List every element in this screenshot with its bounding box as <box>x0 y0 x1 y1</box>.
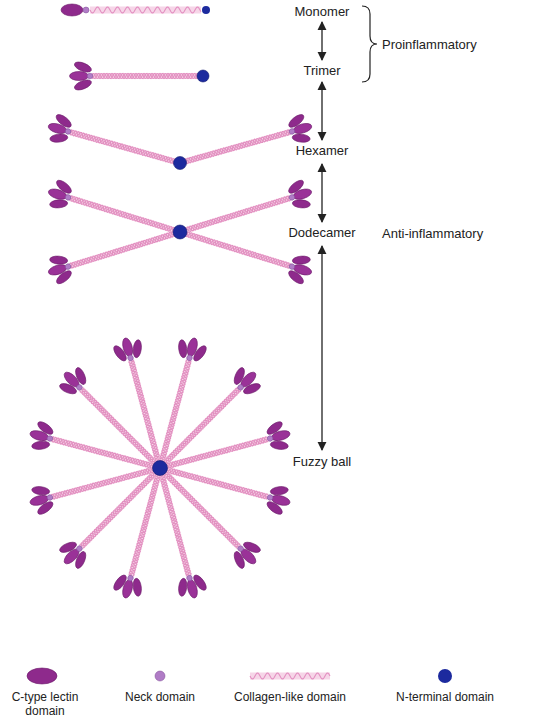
legend-text: N-terminal domain <box>385 690 505 704</box>
collagen-strand <box>181 230 290 267</box>
effect-label: Anti-inflammatory <box>382 226 483 241</box>
legend-samples <box>27 668 452 684</box>
collagen-strand <box>90 7 201 13</box>
lectin-head <box>44 176 76 213</box>
lectin-head <box>110 571 147 602</box>
collagen-strand <box>52 466 160 499</box>
lectin-head <box>26 418 57 455</box>
collagen-strand <box>92 74 202 79</box>
lectin-head <box>54 535 93 574</box>
collagen-strand <box>92 74 202 79</box>
lectin-head <box>227 535 266 574</box>
stage-label: Monomer <box>292 4 353 19</box>
lectin-head <box>173 571 210 602</box>
lectin-head <box>26 481 57 518</box>
collagen-strand <box>70 131 179 165</box>
n-terminal-domain <box>174 157 187 170</box>
lectin-head <box>44 110 75 147</box>
n-terminal-domain <box>197 70 209 82</box>
lectin-head <box>173 334 210 365</box>
collagen-strand <box>70 197 179 234</box>
collagen-strand <box>130 361 161 469</box>
lectin-head <box>285 176 317 213</box>
lectin-head <box>263 418 294 455</box>
collagen-strand <box>69 197 180 234</box>
stage-label: Dodecamer <box>285 225 358 240</box>
lectin-head <box>54 362 93 401</box>
collagen-band <box>92 73 202 79</box>
n-terminal-domain <box>153 461 168 476</box>
collagen-strand <box>70 131 181 165</box>
monomer <box>61 4 210 16</box>
collagen-strand <box>51 466 159 498</box>
collagen-strand <box>179 196 290 233</box>
collagen-strand <box>52 467 160 499</box>
collagen-arms <box>26 7 316 602</box>
lectin-head <box>44 250 76 287</box>
stage-label: Fuzzy ball <box>290 454 355 469</box>
stage-label: Hexamer <box>293 143 352 158</box>
effect-label: Proinflammatory <box>382 37 477 52</box>
collagen-strand <box>92 73 202 78</box>
collagen-strand <box>179 231 290 268</box>
n-terminal-domain <box>173 225 187 239</box>
collagen-strand <box>179 130 289 164</box>
lectin-head <box>110 334 147 365</box>
collagen-strand <box>70 231 181 268</box>
collagen-strand <box>159 438 267 469</box>
collagen-strand <box>181 131 290 165</box>
legend-text: C-type lectin domain <box>3 690 87 718</box>
collagen-band <box>250 673 330 680</box>
bracket <box>362 6 377 82</box>
collagen-strand <box>180 131 290 165</box>
legend-text: Neck domain <box>110 690 210 704</box>
legend-text: Collagen-like domain <box>220 690 360 704</box>
lectin-head <box>70 60 93 92</box>
lectin-head <box>227 362 266 401</box>
stage-label: Trimer <box>300 63 343 78</box>
collagen-strand <box>159 467 190 575</box>
lectin-head <box>285 250 317 287</box>
lectin-head <box>263 481 294 518</box>
collagen-strand <box>250 673 330 679</box>
collagen-band <box>90 7 201 14</box>
